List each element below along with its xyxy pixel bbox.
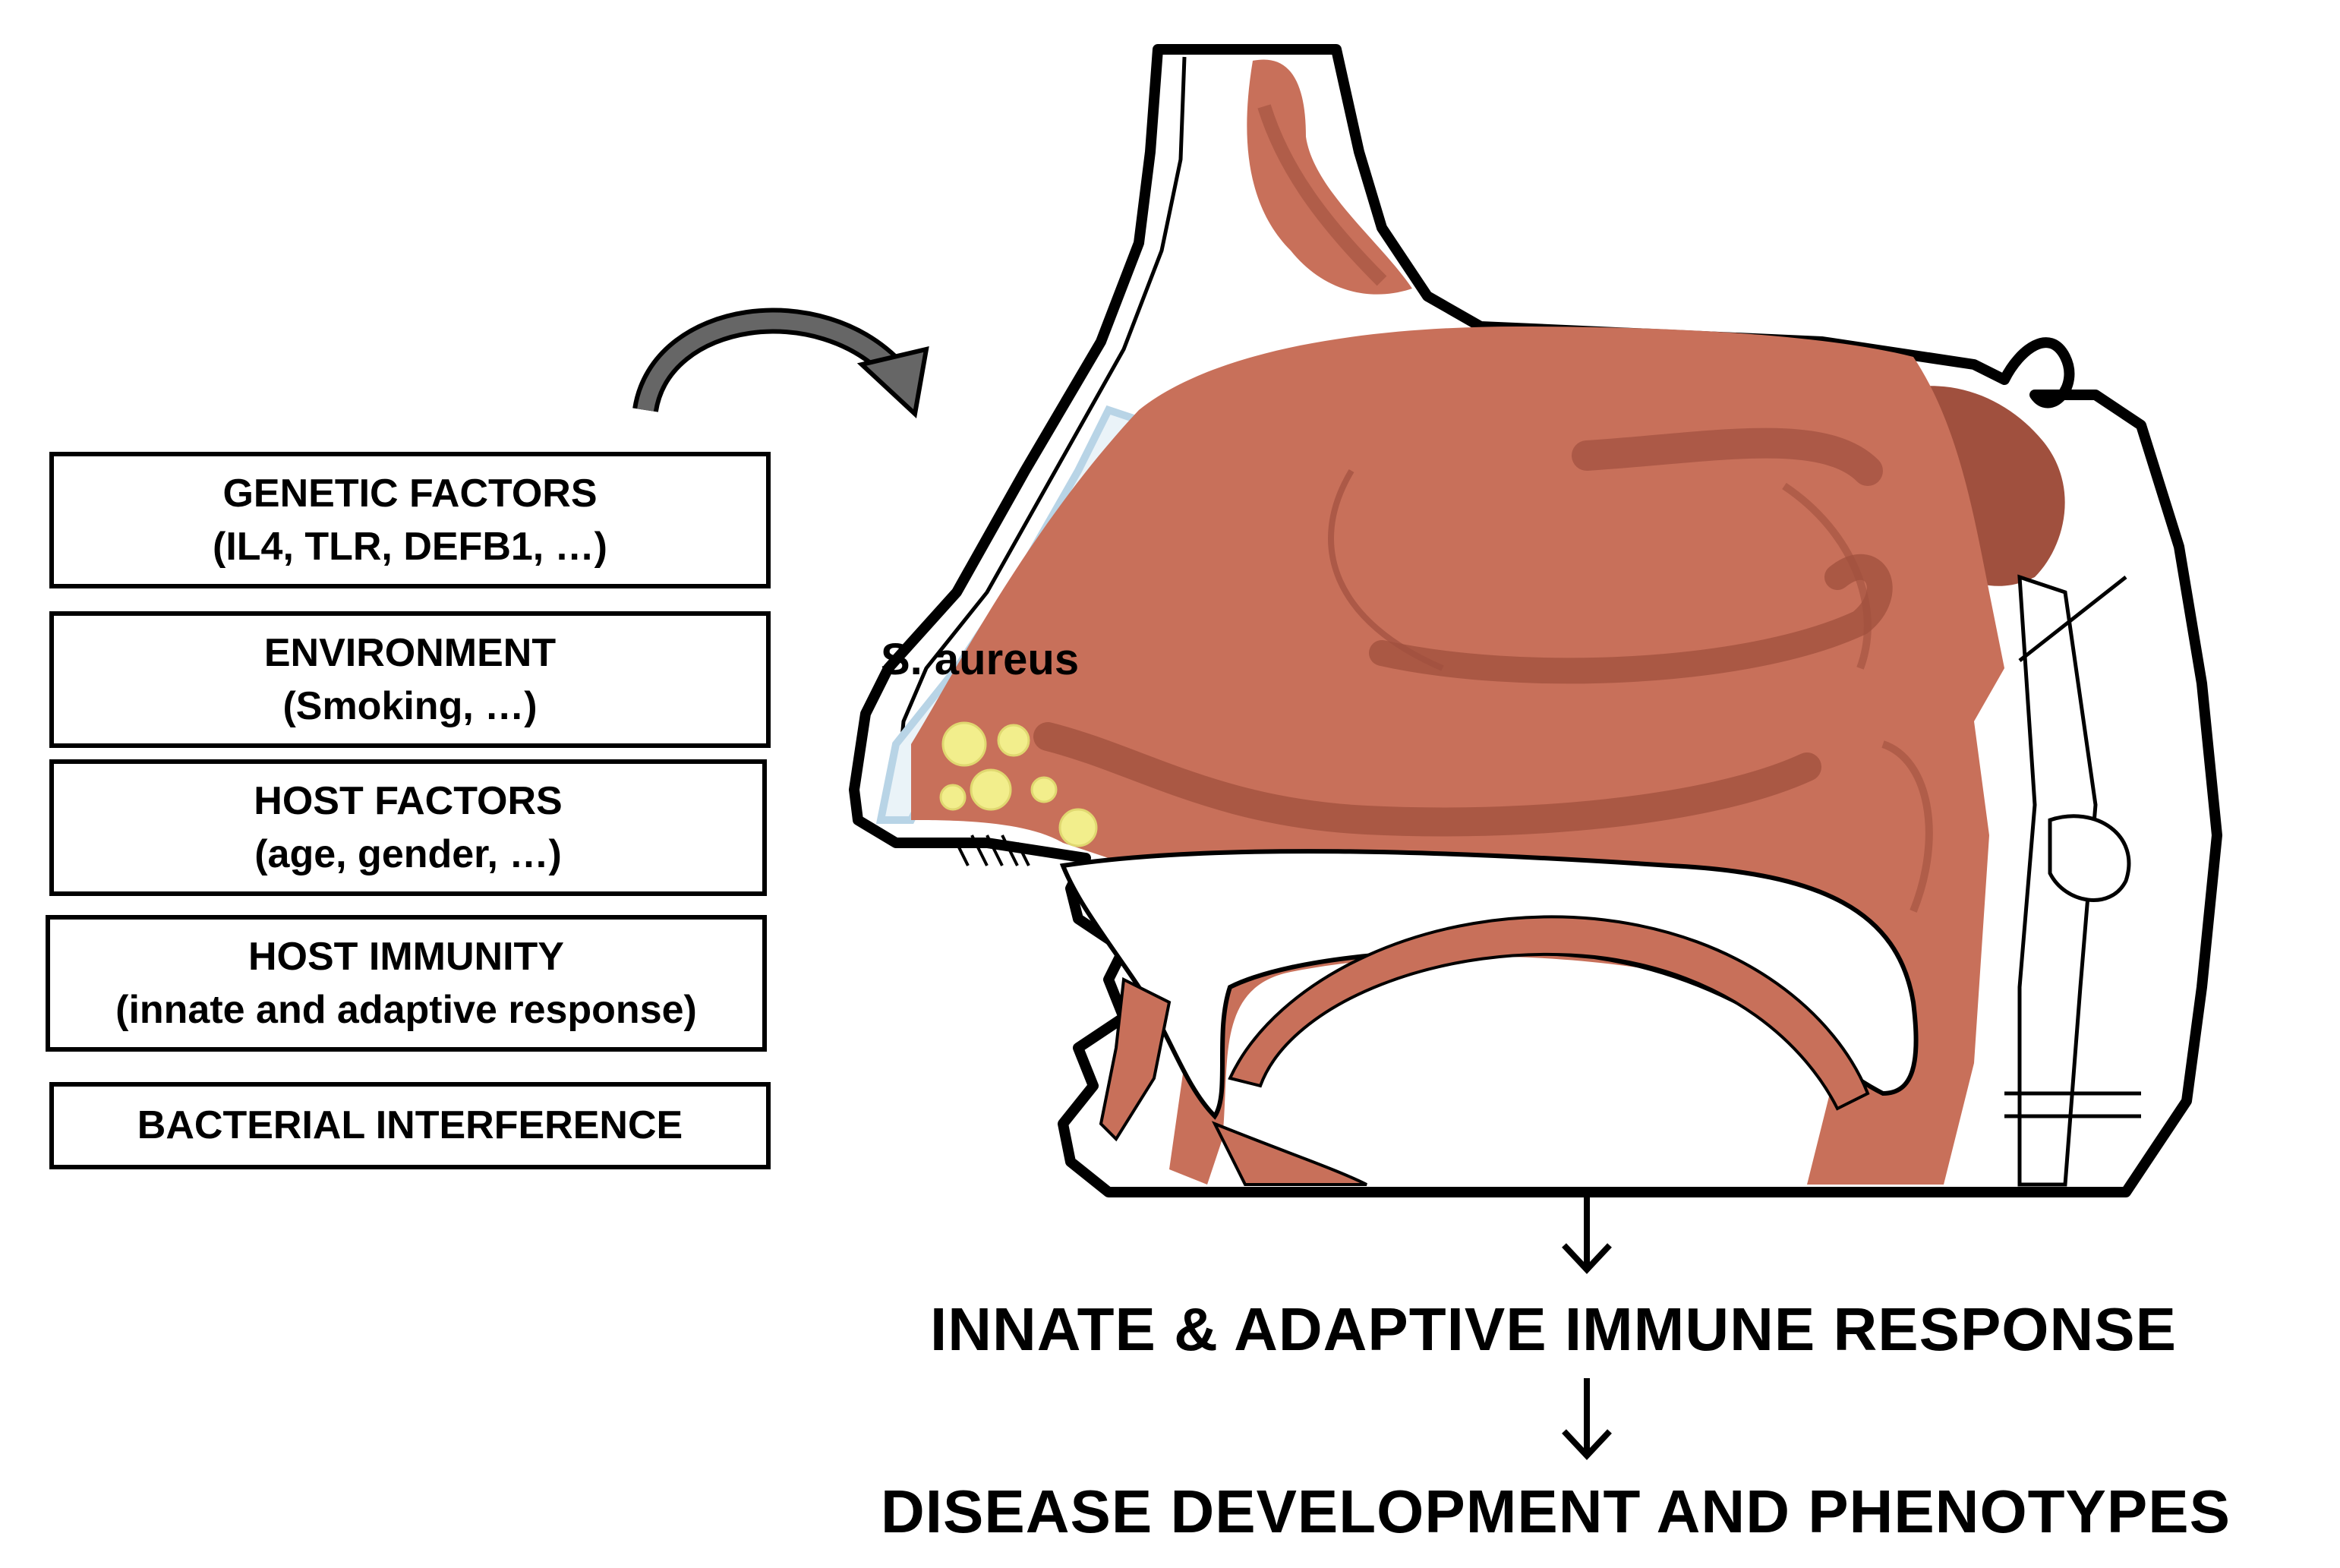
factor-box-host-factors: HOST FACTORS (age, gender, …) bbox=[49, 759, 767, 896]
middle-turbinate bbox=[1369, 554, 1893, 684]
nostril-hairs bbox=[955, 834, 1030, 866]
factor-title: HOST FACTORS bbox=[254, 778, 563, 823]
factor-title: BACTERIAL INTERFERENCE bbox=[137, 1103, 683, 1148]
down-arrow-icon bbox=[1562, 1196, 1612, 1274]
frontal-sinus bbox=[1247, 59, 1412, 295]
factor-box-host-immunity: HOST IMMUNITY (innate and adaptive respo… bbox=[46, 915, 767, 1052]
bacterium-label: S. aureus bbox=[881, 635, 1080, 684]
flow-step-disease-development: DISEASE DEVELOPMENT AND PHENOTYPES bbox=[881, 1478, 2231, 1545]
factor-detail: (IL4, TLR, DEFB1, …) bbox=[213, 525, 607, 569]
factor-box-genetic: GENETIC FACTORS (IL4, TLR, DEFB1, …) bbox=[49, 452, 771, 588]
factor-detail: (Smoking, …) bbox=[282, 684, 538, 728]
inferior-turbinate bbox=[1033, 722, 1821, 837]
down-arrow-icon bbox=[1562, 1378, 1612, 1460]
factor-box-environment: ENVIRONMENT (Smoking, …) bbox=[49, 611, 771, 748]
superior-turbinate bbox=[1572, 427, 1883, 486]
soft-palate bbox=[1228, 915, 1870, 1111]
factor-detail: (innate and adaptive response) bbox=[115, 988, 697, 1032]
curved-arrow-icon bbox=[632, 308, 929, 418]
factor-detail: (age, gender, …) bbox=[254, 832, 562, 876]
factor-box-bacterial-interference: BACTERIAL INTERFERENCE bbox=[49, 1082, 771, 1169]
flow-step-immune-response: INNATE & ADAPTIVE IMMUNE RESPONSE bbox=[930, 1295, 2178, 1363]
factor-title: HOST IMMUNITY bbox=[248, 934, 564, 979]
factor-title: GENETIC FACTORS bbox=[222, 471, 598, 516]
bacteria-clusters bbox=[939, 721, 1098, 847]
factor-title: ENVIRONMENT bbox=[263, 630, 557, 675]
